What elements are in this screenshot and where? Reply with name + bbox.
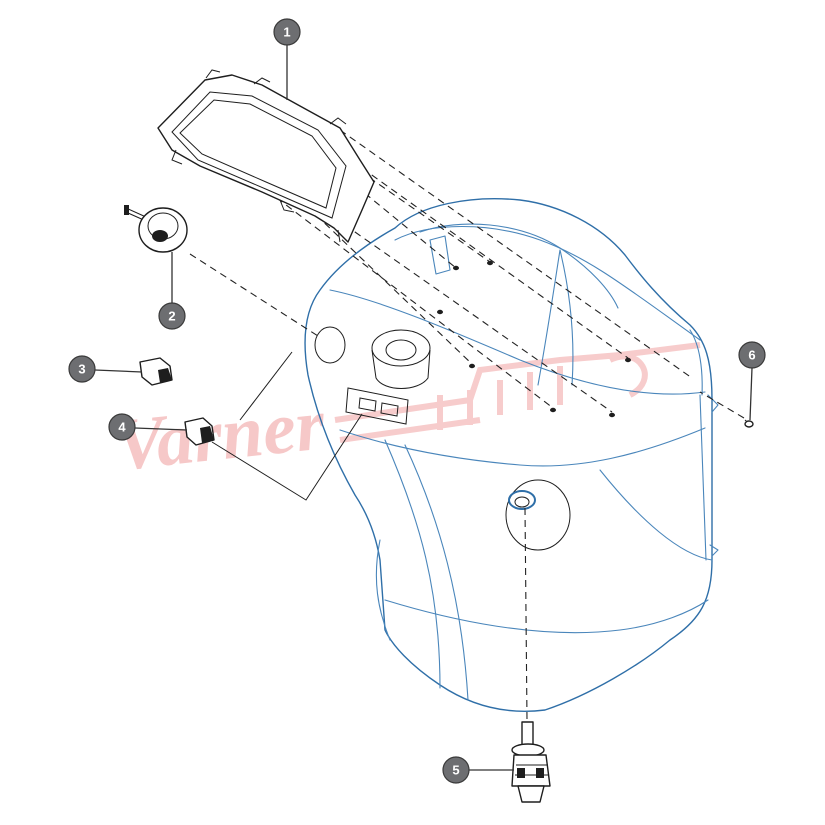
shroud-rim: [329, 289, 706, 395]
callout-4-circle: [108, 413, 136, 441]
ignition-shaft: [521, 721, 534, 747]
ignition-opening: [505, 479, 571, 551]
callout-3: 3: [68, 355, 143, 383]
shroud-left-crease: [384, 439, 441, 689]
shroud-top-panel: [429, 235, 451, 275]
switch-panel-frame: [345, 387, 409, 425]
ignition-contact-left: [517, 768, 525, 778]
callout-2-label: 2: [168, 309, 175, 324]
screw-mark: [609, 412, 615, 418]
assembly-lines: [189, 129, 745, 721]
callout-4: 4: [108, 413, 188, 441]
ignition-hole: [514, 496, 530, 508]
cluster-housing: [157, 74, 375, 243]
callout-6-circle: [738, 341, 766, 369]
front-shroud: [304, 198, 719, 712]
switch-panel: [345, 387, 409, 425]
callout-2: 2: [158, 252, 186, 330]
callout-1-label: 1: [283, 25, 290, 40]
switch-4-trail: [211, 413, 363, 501]
knob-center: [152, 230, 168, 242]
screw-mark: [453, 265, 459, 271]
callout-1: 1: [273, 18, 301, 100]
assembly-line: [699, 391, 745, 419]
watermark-text: Varner: [111, 383, 329, 487]
callout-3-circle: [68, 355, 96, 383]
assembly-line: [339, 129, 693, 379]
shroud-lower-band: [384, 599, 709, 634]
knob-body: [138, 207, 188, 253]
shroud-lower-left: [375, 539, 391, 641]
callout-6-label: 6: [748, 348, 755, 363]
cluster-screen: [171, 91, 347, 219]
ignition-ring: [508, 490, 536, 510]
knob-opening: [314, 326, 346, 364]
screw-head: [744, 420, 754, 428]
ignition-body: [511, 754, 551, 787]
switch-3: [139, 357, 173, 386]
shroud-left-crease-2: [404, 444, 469, 701]
ignition-base: [517, 785, 545, 803]
assembly-line: [299, 139, 457, 269]
switch-4: [184, 417, 215, 446]
assembly-line: [247, 175, 554, 409]
callout-5-label: 5: [452, 763, 459, 778]
shroud-outline: [304, 198, 713, 712]
assembly-line: [189, 253, 319, 337]
switch-slot-right: [380, 402, 399, 417]
knob-shaft-tip: [124, 205, 129, 215]
windscreen-bracket: [419, 223, 619, 386]
shroud-upper-rim: [394, 226, 701, 341]
instrument-cluster: [157, 69, 375, 243]
knob-hole: [314, 326, 346, 364]
callout-2-circle: [158, 302, 186, 330]
callout-6-leader: [749, 367, 753, 421]
callout-1-circle: [273, 18, 301, 46]
callouts: 1 2 3 4 5 6: [68, 18, 766, 784]
callout-4-leader: [134, 427, 188, 431]
switch-trails: [211, 351, 363, 501]
switch-4-tip: [200, 426, 214, 443]
callout-5-circle: [442, 756, 470, 784]
shroud-deck-crease: [339, 427, 706, 467]
mounting-screws: [437, 260, 631, 418]
cluster-tabs: [171, 69, 347, 243]
screw-part: [744, 419, 754, 428]
screw-mark: [487, 260, 493, 266]
rotary-knob: [124, 205, 188, 253]
switch-slot-left: [358, 397, 377, 412]
callout-6: 6: [738, 341, 766, 421]
screw-mark: [437, 309, 443, 315]
assembly-line: [344, 224, 613, 413]
callout-5: 5: [442, 756, 514, 784]
switch-3-tip: [158, 368, 172, 383]
switch-3-trail: [239, 351, 293, 421]
ignition-switch: [511, 721, 551, 803]
assembly-line: [361, 167, 629, 359]
shroud-switch-knob: [371, 329, 431, 389]
cluster-bezel: [179, 99, 337, 209]
assembly-line: [524, 507, 528, 721]
shroud-knob-body: [371, 349, 431, 389]
shroud-knob-cap: [385, 339, 417, 361]
ignition-flange: [511, 743, 545, 757]
screw-mark: [550, 407, 556, 413]
ignition-contact-right: [536, 768, 544, 778]
callout-3-leader: [94, 369, 143, 373]
shroud-knob-top: [371, 329, 431, 367]
callout-3-label: 3: [78, 362, 85, 377]
screw-mark: [625, 357, 631, 363]
callout-4-label: 4: [118, 420, 126, 435]
ignition-recess: [505, 479, 571, 551]
assembly-line: [329, 149, 491, 263]
shroud-right-crease: [599, 469, 713, 561]
shroud-side-tab: [707, 394, 719, 557]
shroud-right-edge: [689, 329, 707, 561]
screw-mark: [469, 363, 475, 369]
